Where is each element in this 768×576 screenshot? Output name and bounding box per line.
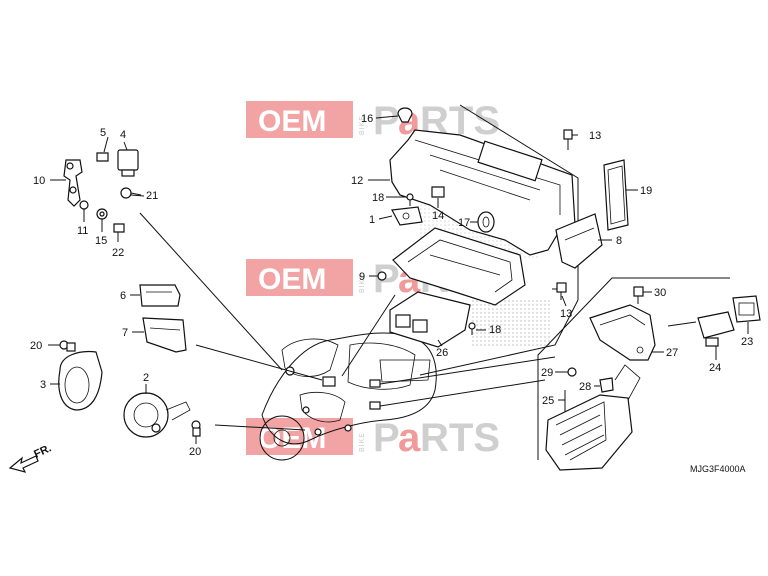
callout-10: 10 bbox=[33, 175, 45, 187]
front-direction-indicator: FR. bbox=[8, 442, 53, 473]
callout-17: 17 bbox=[458, 217, 470, 229]
watermark-bike-text: BIKE bbox=[359, 115, 366, 135]
callout-labels: 5 4 10 21 11 15 22 6 7 20 3 2 20 16 13 1… bbox=[30, 113, 753, 458]
callout-26: 26 bbox=[436, 347, 448, 359]
watermark-oem-text: OEM bbox=[258, 263, 326, 296]
watermark-parts-p: P bbox=[373, 99, 400, 143]
diagram-code: MJG3F4000A bbox=[690, 464, 746, 474]
watermark-bike-text: BIKE bbox=[359, 273, 366, 293]
callout-9: 9 bbox=[359, 271, 365, 283]
part-25-regulator bbox=[545, 364, 641, 471]
callout-27: 27 bbox=[666, 347, 678, 359]
part-2-horn bbox=[123, 392, 191, 438]
callout-21: 21 bbox=[146, 190, 158, 202]
part-30-bolt bbox=[633, 286, 644, 304]
part-13-bolt-top bbox=[563, 129, 573, 150]
callout-6: 6 bbox=[120, 290, 126, 302]
callout-11: 11 bbox=[77, 225, 88, 237]
watermark-parts-rest: RTS bbox=[420, 416, 500, 460]
part-26-ecu bbox=[389, 291, 471, 348]
part-5-cushion bbox=[96, 152, 109, 162]
watermark-bike-text: BIKE bbox=[359, 432, 366, 452]
callout-19: 19 bbox=[640, 185, 652, 197]
part-1-bracket bbox=[391, 206, 423, 226]
watermark-parts-p: P bbox=[373, 257, 400, 301]
callout-13-top: 13 bbox=[589, 130, 601, 142]
watermark-oem-text: OEM bbox=[258, 105, 326, 138]
part-13-bolt-middle bbox=[556, 282, 567, 300]
part-24-relay bbox=[697, 311, 735, 347]
motorcycle-illustration bbox=[259, 332, 437, 461]
callout-23: 23 bbox=[741, 336, 753, 348]
part-16-clip bbox=[397, 107, 413, 123]
callout-25: 25 bbox=[542, 395, 554, 407]
callout-29: 29 bbox=[541, 367, 553, 379]
part-11-washer bbox=[79, 200, 89, 210]
part-17-grommet bbox=[477, 211, 495, 233]
callout-1: 1 bbox=[369, 214, 375, 226]
part-20-bolt-left bbox=[59, 340, 76, 352]
part-27-stay bbox=[589, 304, 656, 361]
callout-14: 14 bbox=[432, 210, 444, 222]
part-23-cushion bbox=[732, 295, 761, 323]
callout-5: 5 bbox=[100, 127, 106, 139]
callout-20-bottom: 20 bbox=[189, 446, 201, 458]
part-18-screw-top bbox=[406, 193, 414, 206]
part-8-cover bbox=[555, 213, 603, 269]
part-6-cover bbox=[139, 284, 181, 307]
front-label: FR. bbox=[32, 442, 53, 460]
callout-18-top: 18 bbox=[372, 192, 384, 204]
part-9-ecu-tray bbox=[377, 227, 526, 306]
callout-8: 8 bbox=[616, 235, 622, 247]
callout-18-middle: 18 bbox=[489, 324, 501, 336]
regulator-box-outline bbox=[537, 277, 730, 460]
callout-30: 30 bbox=[654, 287, 666, 299]
watermark-bottom: OEM BIKE P a RTS bbox=[246, 416, 500, 460]
part-21-bolt bbox=[120, 187, 142, 199]
callout-15: 15 bbox=[95, 235, 107, 247]
callout-20-left: 20 bbox=[30, 340, 42, 352]
arrow-left-icon bbox=[8, 455, 39, 473]
part-19-band bbox=[603, 159, 629, 231]
callout-2: 2 bbox=[143, 372, 149, 384]
watermark-parts-a: a bbox=[398, 416, 421, 460]
part-29-bolt bbox=[567, 367, 577, 377]
part-20-bolt-bottom bbox=[191, 420, 201, 437]
callout-16: 16 bbox=[361, 113, 373, 125]
part-22-bolt bbox=[113, 223, 125, 233]
part-4-relay bbox=[117, 149, 139, 177]
callout-4: 4 bbox=[120, 129, 126, 141]
part-15-washer bbox=[96, 208, 108, 220]
part-3-horn bbox=[58, 350, 103, 411]
callout-7: 7 bbox=[122, 327, 128, 339]
callout-28: 28 bbox=[579, 381, 591, 393]
watermark-parts-p: P bbox=[373, 416, 400, 460]
leader-lines bbox=[139, 212, 556, 431]
callout-13-middle: 13 bbox=[560, 308, 572, 320]
part-28-clip bbox=[599, 377, 614, 393]
part-7-cover bbox=[142, 317, 187, 353]
callout-3: 3 bbox=[40, 379, 46, 391]
part-18-screw-middle bbox=[468, 322, 476, 335]
callout-leaders bbox=[48, 115, 749, 444]
callout-22: 22 bbox=[112, 247, 124, 259]
part-10-stay bbox=[63, 159, 83, 207]
watermark-oem-text: OEM bbox=[258, 422, 326, 455]
part-14-clip bbox=[431, 186, 445, 198]
callout-24: 24 bbox=[709, 362, 721, 374]
callout-12: 12 bbox=[351, 175, 363, 187]
